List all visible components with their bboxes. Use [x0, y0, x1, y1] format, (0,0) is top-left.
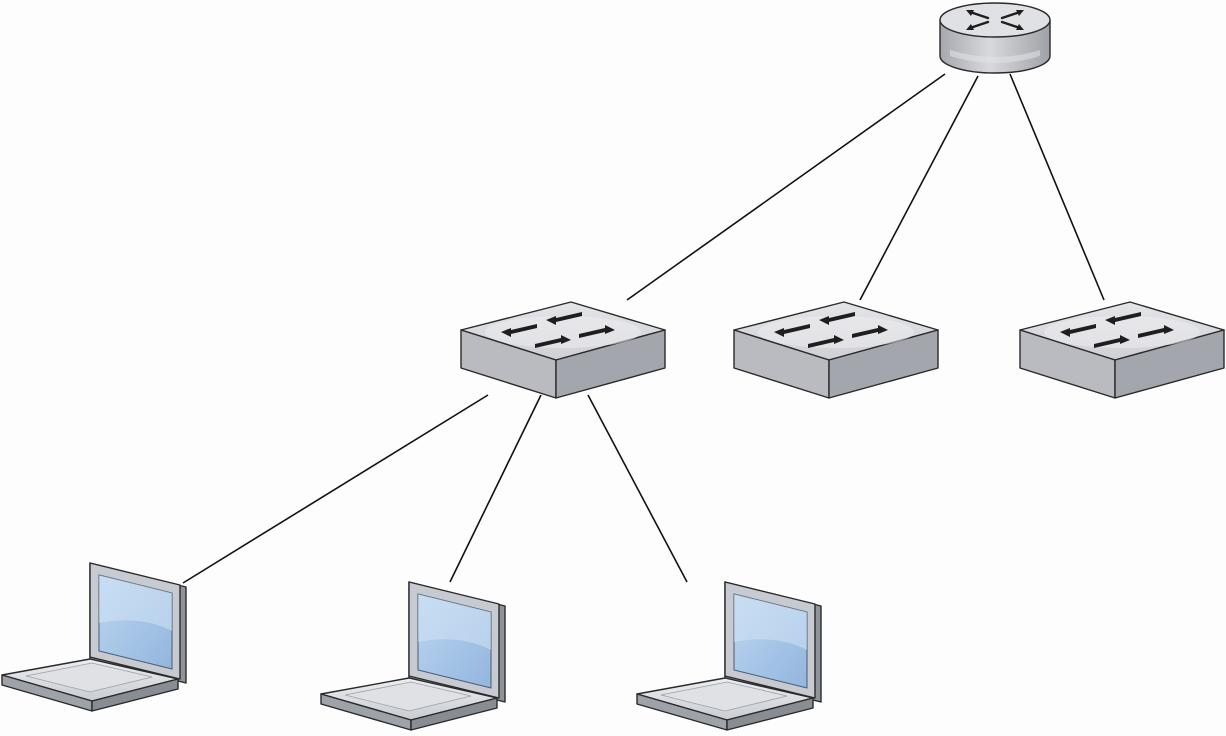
links [182, 73, 1105, 584]
switch-icon [460, 301, 666, 399]
laptop-icon [1, 562, 187, 712]
switch-icon [733, 301, 939, 399]
link-switch-1-laptop-3 [587, 394, 688, 583]
router-icon [939, 2, 1051, 74]
link-switch-1-laptop-1 [182, 394, 489, 584]
link-router-switch-3 [1009, 73, 1105, 301]
switch-icon [1019, 301, 1225, 399]
laptop-icon [320, 581, 506, 731]
link-router-switch-1 [626, 73, 946, 301]
link-router-switch-2 [859, 75, 979, 301]
laptop-icon [636, 581, 822, 731]
link-switch-1-laptop-2 [449, 394, 542, 583]
